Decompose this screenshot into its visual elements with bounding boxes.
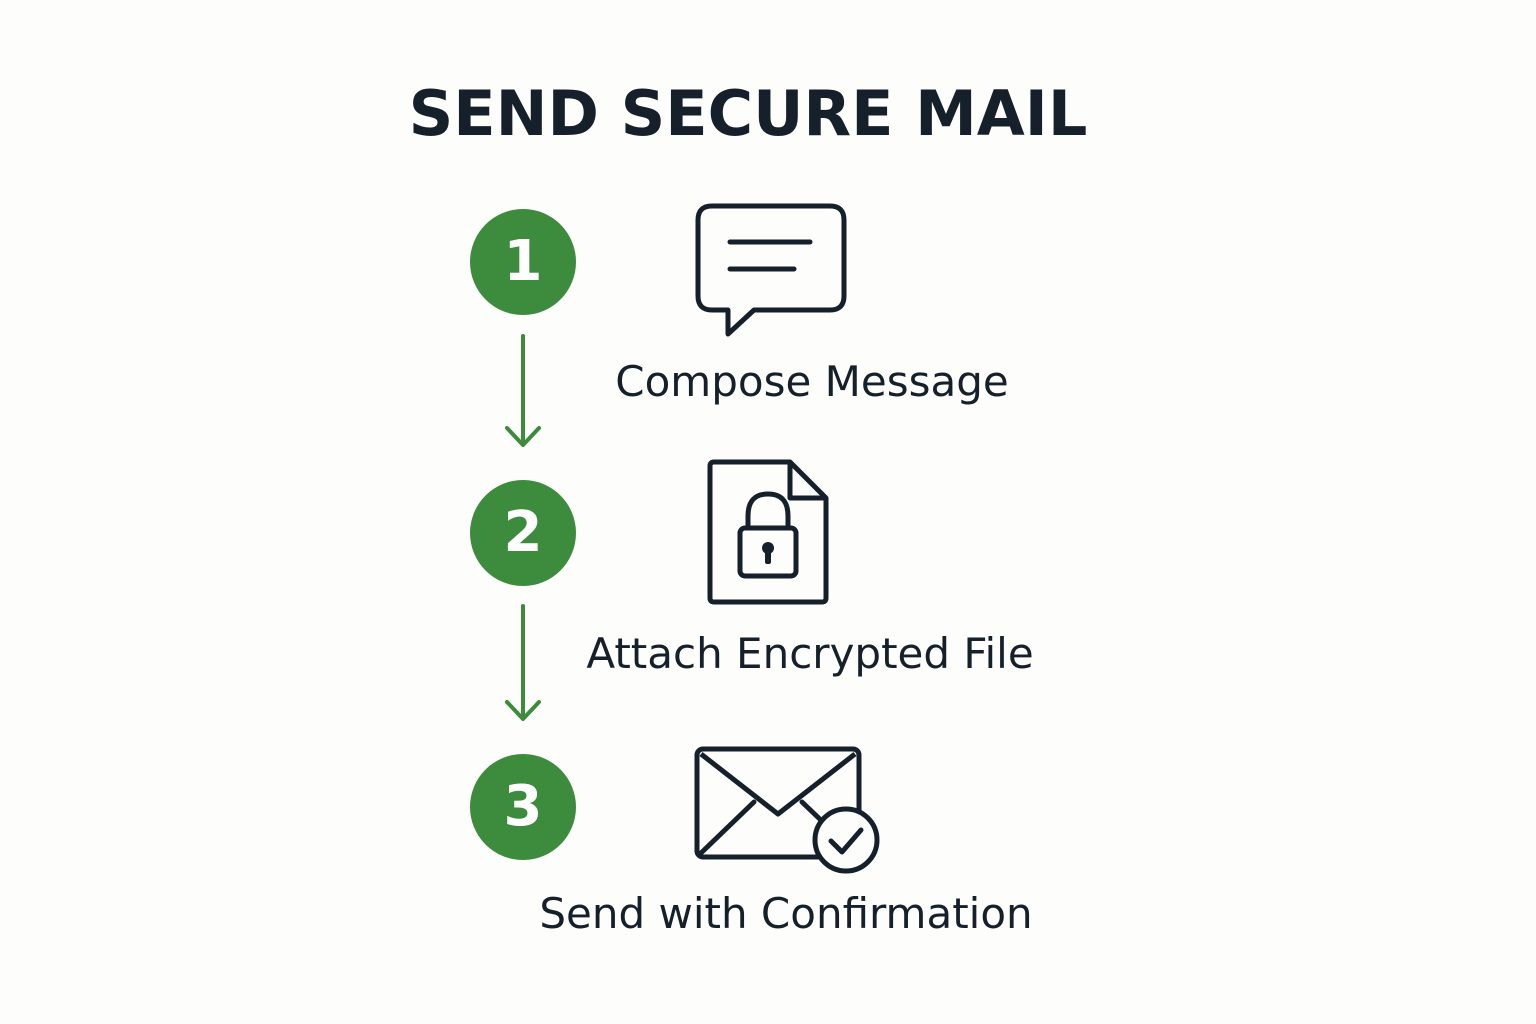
step-2-label: Attach Encrypted File: [586, 629, 1034, 678]
arrow-down-1: [505, 334, 541, 447]
step-3-label: Send with Confirmation: [539, 889, 1033, 938]
step-1-badge: 1: [470, 209, 576, 315]
arrow-down-2: [505, 604, 541, 721]
diagram-title: SEND SECURE MAIL: [408, 77, 1088, 150]
envelope-check-icon: [694, 746, 880, 874]
step-3-badge: 3: [470, 754, 576, 860]
chat-bubble-icon: [695, 203, 847, 337]
locked-file-icon: [707, 459, 829, 605]
step-1-label: Compose Message: [615, 357, 1009, 406]
step-2-badge: 2: [470, 480, 576, 586]
